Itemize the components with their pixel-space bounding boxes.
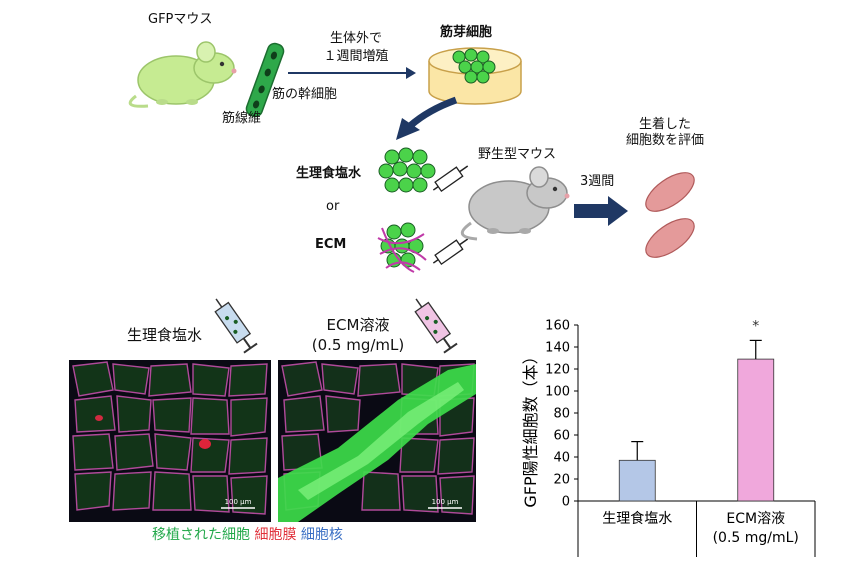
recipient-mouse-label: 野生型マウス — [478, 147, 557, 162]
duration-label: 3週間 — [580, 174, 615, 189]
ecm-syringe-icon — [414, 298, 458, 354]
y-axis-label: GFP陽性細胞数（本） — [521, 348, 540, 507]
saline-image-label: 生理食塩水 — [127, 326, 203, 344]
legend-transplanted-cells: 移植された細胞 — [152, 527, 250, 543]
evaluation-line2: 細胞数を評価 — [625, 133, 704, 148]
evaluation-line1: 生着した — [638, 117, 691, 132]
x-category-label: ECM溶液 — [726, 511, 785, 527]
saline-syringe-icon — [214, 298, 258, 354]
stem-cell-label: 筋の幹細胞 — [272, 87, 338, 102]
culture-step-line1: 生体外で — [329, 31, 382, 46]
or-label: or — [326, 199, 340, 214]
saline-scale-bar-label: 100 µm — [225, 498, 252, 506]
cell-count-chart: 0 20 40 60 80 100 120 140 160 生理食塩水 * ECM溶液 (0.5 mg/… — [521, 318, 816, 557]
saline-micrograph: 100 µm — [69, 360, 271, 522]
culture-step-line2: １週間増殖 — [323, 49, 389, 64]
y-tick-label: 60 — [553, 429, 570, 444]
curved-arrow-icon — [396, 96, 458, 140]
saline-cells-icon — [378, 147, 469, 193]
x-category-label: 生理食塩水 — [602, 510, 672, 527]
y-tick-label: 40 — [553, 451, 570, 466]
ecm-cells-icon — [377, 222, 469, 273]
y-tick-label: 160 — [545, 319, 570, 334]
ecm-option-label: ECM — [315, 237, 347, 252]
stain-legend: 移植された細胞 細胞膜 細胞核 — [152, 528, 343, 542]
bar — [618, 459, 656, 502]
y-tick-label: 0 — [562, 495, 570, 510]
culture-dish-icon — [428, 47, 522, 105]
ecm-micrograph: 100 µm — [278, 360, 476, 522]
y-tick-label: 100 — [545, 385, 570, 400]
muscle-fiber-label: 筋線維 — [222, 111, 262, 126]
ecm-image-label-line2: (0.5 mg/mL) — [311, 336, 405, 354]
myoblast-label: 筋芽細胞 — [440, 25, 493, 40]
gfp-mouse-icon — [128, 41, 237, 108]
legend-cell-membrane: 細胞膜 — [254, 527, 297, 543]
muscle-tissue-icon — [645, 172, 695, 258]
duration-arrow-icon — [574, 196, 628, 226]
muscle-fiber-icon — [245, 42, 285, 118]
ecm-scale-bar-label: 100 µm — [432, 498, 459, 506]
x-category-label: (0.5 mg/mL) — [713, 530, 799, 546]
bar — [737, 358, 775, 502]
donor-mouse-label: GFPマウス — [148, 12, 213, 27]
y-tick-label: 80 — [553, 407, 570, 422]
y-tick-label: 20 — [553, 473, 570, 488]
ecm-image-label-line1: ECM溶液 — [326, 316, 390, 334]
y-tick-label: 120 — [545, 363, 570, 378]
culture-arrow-icon — [288, 67, 416, 79]
legend-cell-nucleus: 細胞核 — [300, 527, 343, 543]
wild-type-mouse-icon — [460, 166, 570, 241]
y-tick-label: 140 — [545, 341, 570, 356]
saline-option-label: 生理食塩水 — [296, 166, 362, 181]
significance-marker: * — [752, 318, 759, 334]
